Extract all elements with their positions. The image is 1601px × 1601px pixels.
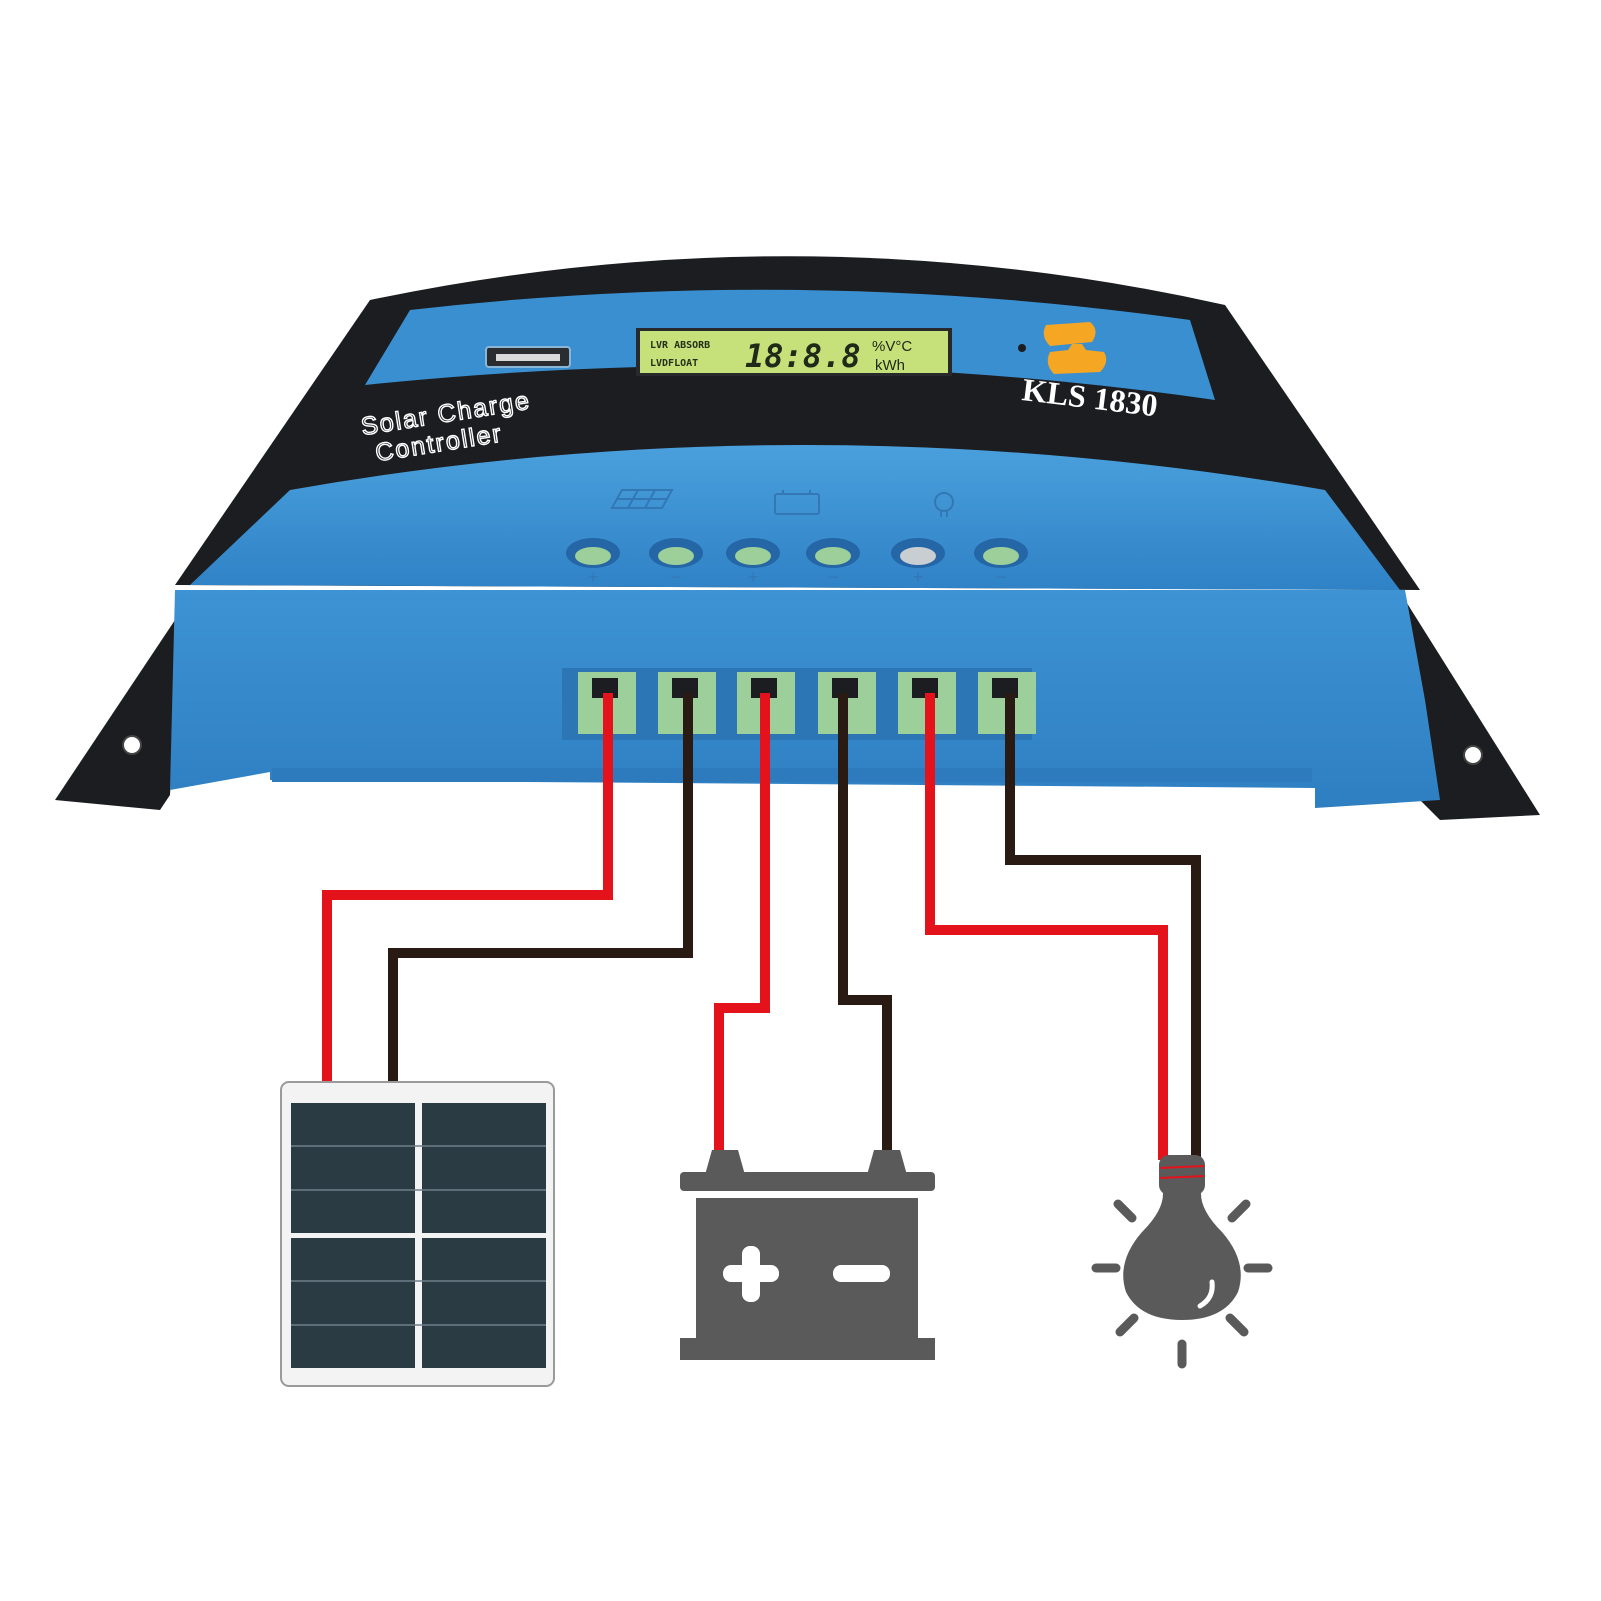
bulb-rays (1091, 1199, 1273, 1369)
solar-panel-icon (280, 1081, 555, 1387)
screw-2[interactable] (658, 547, 694, 565)
wiring (322, 693, 1201, 1160)
screw-1[interactable] (575, 547, 611, 565)
up-button[interactable] (1043, 322, 1096, 346)
battery-minus-sign (833, 1265, 890, 1282)
wire-load-negative (1005, 693, 1201, 1160)
embossed-battery-icon (774, 490, 820, 515)
solar-cell-bottom-left (291, 1238, 415, 1368)
sign-battery-negative: − (828, 567, 839, 587)
battery-left-terminal (705, 1150, 745, 1175)
right-mounting-flange (1405, 600, 1540, 820)
lcd-digits: 18:8.8 (745, 337, 861, 375)
sign-load-positive: + (913, 567, 924, 587)
lcd-unit-bottom: kWh (875, 357, 905, 374)
usb-port-tongue (496, 354, 560, 361)
lcd-row1-label: LVR ABSORB (650, 340, 710, 351)
screw-holes (566, 538, 1028, 568)
wire-load-positive (925, 693, 1168, 1160)
solar-cell-lines (291, 1145, 546, 1326)
battery-right-terminal (867, 1150, 907, 1175)
sign-solar-positive: + (588, 567, 599, 587)
lcd-row2-label: LVDFLOAT (650, 358, 698, 369)
sign-solar-negative: − (671, 567, 682, 587)
battery-body (680, 1198, 935, 1360)
terminal-signs: + − + − + − (588, 567, 1007, 587)
bulb-base-cap (1159, 1155, 1205, 1195)
screw-3[interactable] (735, 547, 771, 565)
bulb-icon (1091, 1155, 1273, 1369)
wire-battery-positive (714, 693, 770, 1155)
lcd-unit-top: %V°C (872, 338, 912, 355)
battery-plus-sign (723, 1246, 779, 1302)
battery-top-bar (680, 1172, 935, 1191)
solar-cell-top-left (291, 1103, 415, 1233)
terminal-cover (190, 445, 1400, 590)
solar-cell-bottom-right (422, 1238, 546, 1368)
lcd-screen (640, 331, 948, 373)
bulb-highlight (1197, 1279, 1215, 1309)
screw-4[interactable] (815, 547, 851, 565)
set-button[interactable] (1047, 344, 1107, 374)
left-mounting-flange (55, 620, 175, 810)
wire-battery-negative (838, 693, 892, 1155)
status-led (1018, 344, 1026, 352)
sign-load-negative: − (996, 567, 1007, 587)
terminal-clamp-3 (751, 678, 777, 698)
solar-cell-top-right (422, 1103, 546, 1233)
wire-solar-negative (388, 693, 693, 1082)
left-mount-hole (122, 735, 142, 755)
screw-5[interactable] (900, 547, 936, 565)
embossed-bulb-icon (934, 492, 954, 517)
front-rim (272, 768, 1312, 782)
sign-battery-positive: + (748, 567, 759, 587)
battery-icon (680, 1150, 935, 1360)
embossed-solar-icon (610, 489, 674, 509)
screw-6[interactable] (983, 547, 1019, 565)
bulb-glass (1123, 1192, 1241, 1320)
bulb-base-threads (1159, 1165, 1205, 1179)
charge-controller: LVR ABSORB LVDFLOAT 18:8.8 %V°C kWh Sola… (55, 256, 1540, 820)
wire-solar-positive (322, 693, 613, 1082)
right-mount-hole (1463, 745, 1483, 765)
lcd-display: LVR ABSORB LVDFLOAT 18:8.8 %V°C kWh (636, 328, 952, 376)
